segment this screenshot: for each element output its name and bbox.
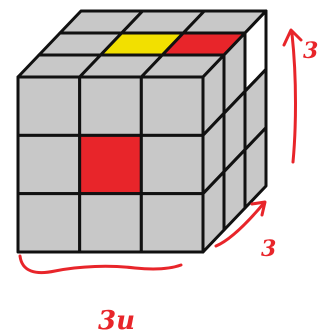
- cube-top-face: [16, 9, 268, 79]
- front-sticker: [16, 192, 82, 254]
- front-sticker: [16, 133, 82, 196]
- depth-label: 3: [261, 236, 276, 262]
- depth-arrow: [214, 201, 266, 248]
- front-sticker: [78, 75, 143, 137]
- front-sticker: [139, 192, 205, 254]
- front-sticker: [78, 133, 143, 196]
- front-sticker: [16, 75, 82, 137]
- width-label: 3u: [98, 306, 135, 334]
- cube-right-face: [201, 9, 268, 254]
- height-label: 3: [303, 38, 318, 64]
- height-arrow: [290, 32, 297, 164]
- width-brace: [18, 254, 183, 275]
- handwritten-annotations: 3u 3 3: [18, 28, 318, 334]
- cube-front-face: [16, 75, 205, 254]
- front-sticker: [78, 192, 143, 254]
- front-sticker: [139, 75, 205, 137]
- height-arrowhead: [282, 28, 303, 47]
- right-sticker: [243, 126, 268, 210]
- front-sticker: [139, 133, 205, 196]
- depth-arrowhead: [250, 200, 267, 217]
